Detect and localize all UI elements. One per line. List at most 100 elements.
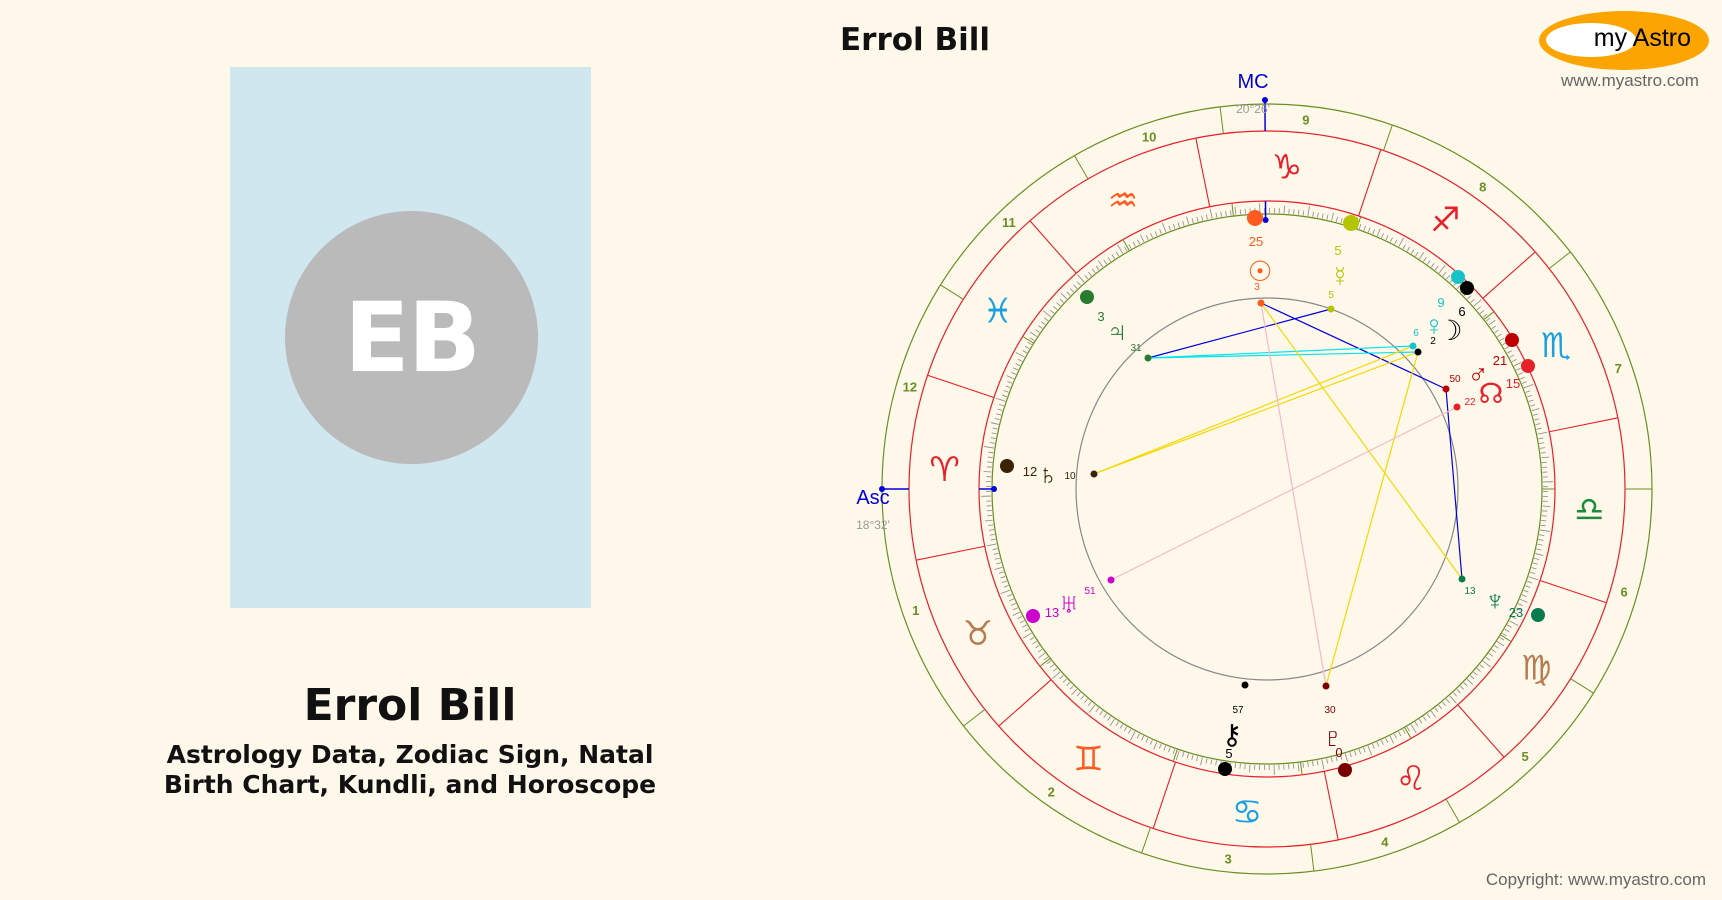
neptune-degree: 23 (1509, 605, 1523, 620)
zodiac-sagittarius-icon: ♐ (1430, 201, 1460, 241)
house-number: 7 (1615, 361, 1622, 376)
aspect-lines (1093, 302, 1463, 687)
aspect-sextile (1147, 308, 1332, 359)
sign-boundary (1539, 580, 1607, 604)
zodiac-cancer-icon: ♋ (1232, 792, 1262, 832)
sign-boundary (916, 545, 985, 561)
copyright-text: Copyright: www.myastro.com (1485, 870, 1706, 889)
sun-icon: ☉ (1247, 256, 1272, 287)
jupiter-minute: 31 (1130, 343, 1142, 354)
degree-ring (991, 213, 1543, 765)
zodiac-libra-icon: ♎ (1574, 490, 1604, 530)
saturn-minute: 10 (1064, 471, 1076, 482)
venus-icon: ♀ (1424, 310, 1445, 341)
logo-url-link[interactable]: www.myastro.com (1561, 71, 1699, 90)
mercury-aspect-dot (1327, 305, 1335, 313)
aspect-circle (1075, 297, 1459, 681)
house-cusp (940, 284, 964, 300)
house-cusp (1219, 106, 1224, 134)
asc-label: Asc (856, 487, 889, 509)
moon-position-dot (1460, 281, 1474, 295)
pluto-position-dot (1338, 763, 1352, 777)
subtitle-line-1: Astrology Data, Zodiac Sign, Natal (166, 740, 654, 769)
moon-icon: ☽ (1437, 315, 1462, 346)
sign-boundary (927, 374, 995, 398)
venus-degree: 9 (1437, 295, 1444, 310)
chart-labels: ♈♉♊♋♌♍♎♏♐♑♒♓123456789101112MC20°26'Asc18… (856, 71, 1628, 866)
sign-boundary (1549, 417, 1618, 433)
uranus-minute: 51 (1084, 586, 1096, 597)
aspect-minor (1110, 406, 1458, 581)
profile-photo-placeholder: EB (230, 67, 591, 608)
zodiac-leo-icon: ♌ (1396, 759, 1426, 799)
neptune-icon: ♆ (1485, 585, 1506, 616)
zodiac-virgo-icon: ♍ (1521, 648, 1551, 688)
mercury-icon: ☿ (1330, 261, 1351, 292)
sign-boundary (1457, 704, 1505, 758)
aspect-trine (1093, 345, 1414, 475)
house-cusp (1074, 155, 1089, 180)
sun-position-dot (1247, 210, 1263, 226)
zodiac-taurus-icon: ♉ (963, 614, 993, 654)
zodiac-aquarius-icon: ♒ (1108, 181, 1138, 221)
zodiac-gemini-icon: ♊ (1073, 739, 1103, 779)
aspect-trine (1260, 302, 1463, 580)
zodiac-outer-ring (908, 130, 1626, 848)
house-number: 10 (1142, 130, 1156, 145)
mars-icon: ♂ (1468, 359, 1489, 390)
myastro-logo[interactable]: my Astro (1539, 11, 1709, 70)
zodiac-pisces-icon: ♓ (983, 292, 1013, 332)
aspect-trine (1093, 351, 1419, 475)
venus-position-dot (1451, 270, 1465, 284)
chiron-minute: 57 (1232, 705, 1244, 716)
aspect-sextile (1445, 388, 1463, 580)
saturn-aspect-dot (1090, 470, 1098, 478)
mars-minute: 50 (1449, 374, 1461, 385)
sign-boundary (1358, 149, 1382, 217)
sign-boundary (1152, 761, 1176, 829)
sign-boundary (1482, 251, 1536, 299)
uranus-icon: ♅ (1059, 588, 1080, 619)
venus-aspect-dot (1409, 342, 1417, 350)
pluto-icon: ♇ (1323, 722, 1344, 753)
house-number: 12 (903, 380, 917, 395)
pluto-minute: 30 (1324, 705, 1336, 716)
chart-title: Errol Bill (840, 22, 990, 58)
logo-inner-ellipse (1546, 23, 1636, 57)
house-cusp (1570, 678, 1594, 694)
jupiter-degree: 3 (1097, 309, 1104, 324)
house-number: 8 (1479, 180, 1486, 195)
north-node-minute: 22 (1464, 397, 1476, 408)
venus-minute: 6 (1413, 328, 1419, 339)
mars-position-dot (1505, 333, 1519, 347)
saturn-icon: ♄ (1038, 459, 1059, 490)
aspect-sextile (1260, 302, 1447, 390)
jupiter-position-dot (1080, 290, 1094, 304)
saturn-position-dot (1000, 459, 1014, 473)
north-node-icon: ☊ (1479, 378, 1504, 409)
house-number: 4 (1381, 834, 1389, 849)
house-number: 11 (1002, 215, 1016, 230)
pluto-degree: 0 (1335, 745, 1342, 760)
sign-boundary (1029, 220, 1077, 274)
avatar: EB (285, 211, 538, 464)
mercury-position-dot (1343, 215, 1359, 231)
sign-boundary (1323, 771, 1339, 840)
sun-degree: 25 (1249, 234, 1263, 249)
asc-degree: 18°32' (856, 518, 890, 532)
uranus-position-dot (1026, 609, 1040, 623)
zodiac-scorpio-icon: ♏ (1541, 326, 1571, 366)
chart-wheel-rings (879, 97, 1653, 875)
house-cusp (1383, 124, 1393, 151)
jupiter-icon: ♃ (1107, 316, 1128, 347)
north-node-degree: 15 (1506, 376, 1520, 391)
neptune-aspect-dot (1458, 575, 1466, 583)
mercury-degree: 5 (1334, 243, 1341, 258)
north-node-aspect-dot (1453, 403, 1461, 411)
profile-name: Errol Bill (303, 680, 517, 731)
mars-degree: 21 (1493, 353, 1507, 368)
profile-subtitle: Astrology Data, Zodiac Sign, Natal Birth… (130, 740, 690, 800)
mc-label: MC (1237, 71, 1268, 93)
zodiac-capricorn-icon: ♑ (1272, 148, 1302, 188)
house-cusp (1141, 827, 1151, 854)
